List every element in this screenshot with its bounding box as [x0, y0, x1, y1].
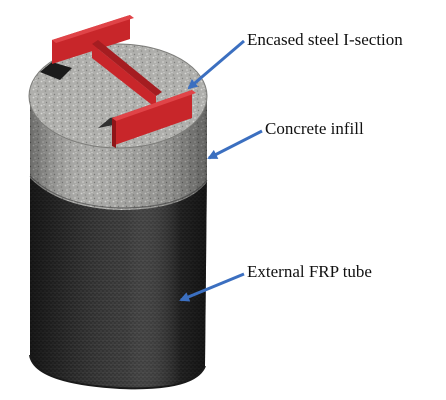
- arrow-concrete: [207, 129, 263, 160]
- arrow-frp: [179, 272, 245, 302]
- frp-tube: [29, 170, 207, 390]
- callout-arrows: [179, 39, 263, 302]
- label-concrete-infill: Concrete infill: [265, 119, 364, 138]
- arrow-steel: [187, 39, 245, 90]
- steel-i-section: [52, 15, 196, 148]
- label-encased-steel-i-section: Encased steel I-section: [247, 30, 403, 49]
- label-external-frp-tube: External FRP tube: [247, 262, 372, 281]
